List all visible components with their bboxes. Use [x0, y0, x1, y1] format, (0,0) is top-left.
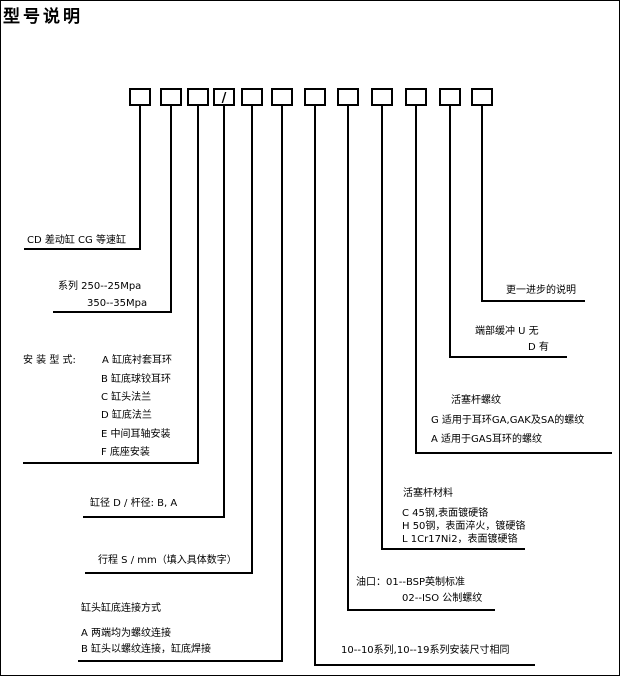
- code-box-7: [304, 88, 326, 106]
- oil-port-label-1: 油口：01--BSP英制标准: [356, 577, 466, 588]
- bore-rod-label: 缸径 D / 杆径: B, A: [90, 498, 178, 509]
- code-box-10: [405, 88, 427, 106]
- mount-type-item: E 中间耳轴安装: [101, 429, 171, 440]
- slash-mark: /: [222, 91, 227, 106]
- leader-line-2: [53, 105, 172, 313]
- code-box-12: [471, 88, 493, 106]
- rod-material-heading: 活塞杆材料: [403, 488, 453, 499]
- rod-material-h: H 50钢，表面淬火，镀硬铬: [402, 521, 526, 532]
- leader-line-10: [415, 105, 612, 454]
- leader-line-8: [347, 105, 495, 611]
- type-label: CD 差动缸 CG 等速缸: [27, 235, 126, 246]
- code-box-9: [371, 88, 393, 106]
- series-label-2: 350--35Mpa: [87, 298, 148, 309]
- rod-thread-g: G 适用于耳环GA,GAK及SA的螺纹: [431, 415, 585, 426]
- connection-option-b: B 缸头以螺纹连接，缸底焊接: [81, 644, 212, 655]
- rod-thread-heading: 活塞杆螺纹: [451, 395, 501, 406]
- connection-heading: 缸头缸底连接方式: [81, 603, 161, 614]
- code-box-8: [337, 88, 359, 106]
- mount-type-item: C 缸头法兰: [101, 392, 152, 403]
- leader-line-5: [85, 105, 253, 574]
- mount-type-item: F 底座安装: [101, 447, 150, 458]
- mount-type-item: D 缸底法兰: [101, 410, 152, 421]
- mount-type-heading: 安 装 型 式:: [23, 355, 76, 366]
- code-box-3: [187, 88, 209, 106]
- leader-line-11: [449, 105, 567, 358]
- code-box-6: [271, 88, 293, 106]
- code-box-2: [160, 88, 182, 106]
- further-note: 更一进步的说明: [506, 285, 576, 296]
- code-box-11: [439, 88, 461, 106]
- rod-material-c: C 45钢,表面镀硬铬: [402, 508, 489, 519]
- mount-type-item: A 缸底衬套耳环: [102, 355, 173, 366]
- leader-line-6: [78, 105, 283, 662]
- leader-line-7: [314, 105, 535, 666]
- series-label-1: 系列 250--25Mpa: [58, 281, 142, 292]
- series-note: 10--10系列,10--19系列安装尺寸相同: [341, 645, 510, 656]
- leader-line-12: [481, 105, 585, 302]
- stroke-label: 行程 S / mm（填入具体数字）: [98, 555, 237, 566]
- connection-option-a: A 两端均为螺纹连接: [81, 628, 172, 639]
- cushion-label: 端部缓冲 U 无: [475, 326, 539, 337]
- rod-material-l: L 1Cr17Ni2，表面镀硬铬: [402, 534, 518, 545]
- leader-line-1: [24, 105, 141, 250]
- rod-thread-a: A 适用于GAS耳环的螺纹: [431, 434, 542, 445]
- leader-line-9: [381, 105, 525, 550]
- oil-port-label-2: 02--ISO 公制螺纹: [402, 593, 483, 604]
- leader-line-3: [23, 105, 199, 464]
- code-box-1: [129, 88, 151, 106]
- code-box-5: [241, 88, 263, 106]
- mount-type-item: B 缸底球铰耳环: [101, 374, 172, 385]
- leader-line-4: [83, 105, 225, 518]
- page-title: 型号说明: [3, 7, 83, 27]
- cushion-option-d: D 有: [528, 342, 549, 353]
